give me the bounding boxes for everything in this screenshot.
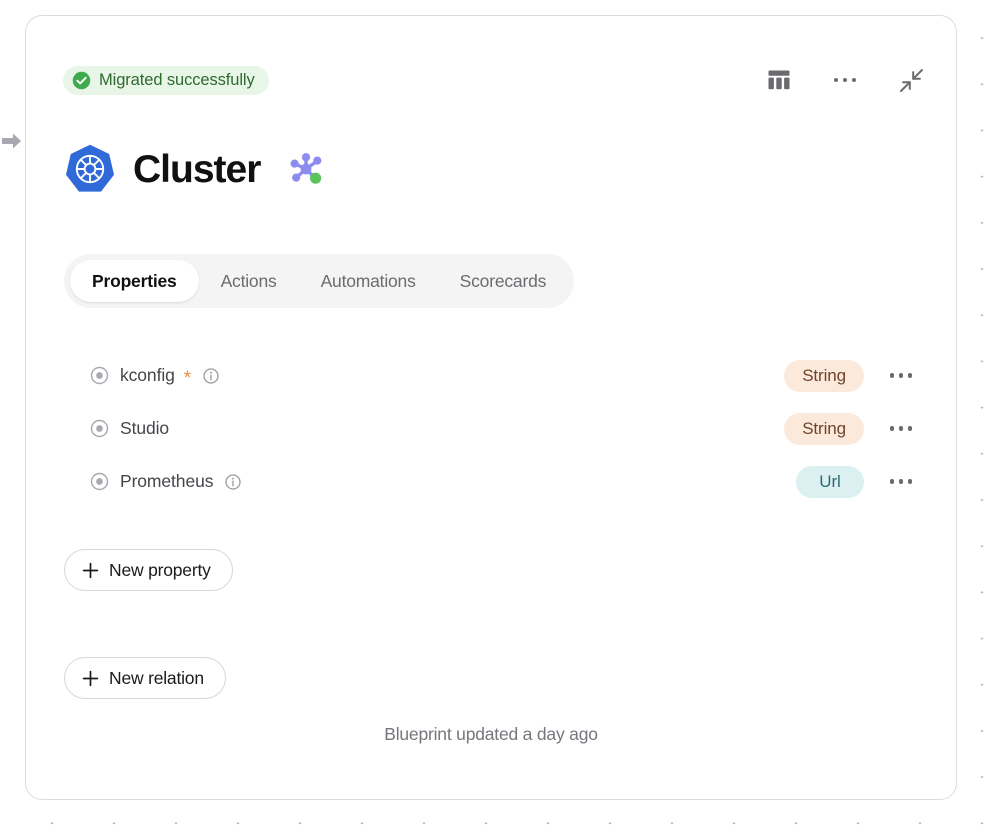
- table-row[interactable]: Studio String: [64, 402, 928, 455]
- status-badge-label: Migrated successfully: [99, 71, 255, 89]
- collapse-arrows-icon: [899, 68, 923, 92]
- tab-actions[interactable]: Actions: [220, 270, 277, 291]
- tab-properties[interactable]: Properties: [70, 260, 199, 302]
- status-badge: Migrated successfully: [63, 66, 269, 95]
- table-columns-icon: [768, 70, 790, 90]
- arrow-pointer-right-icon: [2, 133, 21, 149]
- kubernetes-logo-icon: [66, 144, 114, 192]
- collapse-button[interactable]: [894, 63, 928, 97]
- property-info: Studio: [90, 418, 784, 439]
- more-horizontal-icon: [889, 479, 913, 484]
- table-view-button[interactable]: [762, 63, 796, 97]
- property-actions: String: [784, 359, 918, 393]
- more-horizontal-icon: [889, 426, 913, 431]
- properties-list: kconfig * String: [64, 349, 928, 508]
- info-icon[interactable]: [203, 367, 219, 384]
- string-property-icon: [90, 419, 109, 438]
- property-actions: String: [784, 412, 918, 446]
- string-property-icon: [90, 366, 109, 385]
- plus-icon: [82, 670, 99, 686]
- property-type-badge: String: [784, 412, 864, 445]
- new-relation-label: New relation: [109, 667, 204, 688]
- property-actions: Url: [796, 465, 918, 499]
- info-icon[interactable]: [225, 473, 242, 490]
- table-row[interactable]: Prometheus Url: [64, 455, 928, 508]
- blueprint-updated-text: Blueprint updated a day ago: [384, 724, 598, 744]
- row-menu-button[interactable]: [884, 465, 918, 499]
- tab-bar: Properties Actions Automations Scorecard…: [64, 254, 575, 308]
- property-info: Prometheus: [90, 471, 796, 492]
- new-property-button[interactable]: New property: [64, 549, 233, 591]
- url-property-icon: [90, 472, 109, 491]
- card-header: Migrated successfully: [26, 16, 956, 134]
- row-menu-button[interactable]: [884, 359, 918, 393]
- row-menu-button[interactable]: [884, 412, 918, 446]
- tab-automations[interactable]: Automations: [320, 270, 416, 291]
- check-circle-icon: [72, 71, 91, 90]
- more-horizontal-icon: [833, 77, 857, 83]
- property-type-badge: String: [784, 359, 864, 392]
- property-name: Studio: [120, 418, 170, 438]
- blueprint-title-row: Cluster: [64, 134, 326, 204]
- blueprint-card: Migrated successfully: [25, 15, 957, 800]
- page-title: Cluster: [133, 147, 261, 191]
- header-actions: [762, 63, 928, 97]
- property-info: kconfig *: [90, 365, 784, 389]
- table-row[interactable]: kconfig * String: [64, 349, 928, 402]
- relation-graph-icon: [290, 153, 322, 184]
- new-relation-button[interactable]: New relation: [64, 657, 226, 699]
- more-horizontal-icon: [889, 373, 913, 378]
- more-options-button[interactable]: [828, 63, 862, 97]
- plus-icon: [82, 562, 99, 578]
- property-name: Prometheus: [120, 471, 214, 491]
- property-type-badge: Url: [796, 465, 864, 498]
- property-name: kconfig: [120, 365, 175, 385]
- tab-scorecards[interactable]: Scorecards: [459, 270, 547, 291]
- new-property-label: New property: [109, 559, 211, 580]
- required-marker: *: [183, 368, 192, 389]
